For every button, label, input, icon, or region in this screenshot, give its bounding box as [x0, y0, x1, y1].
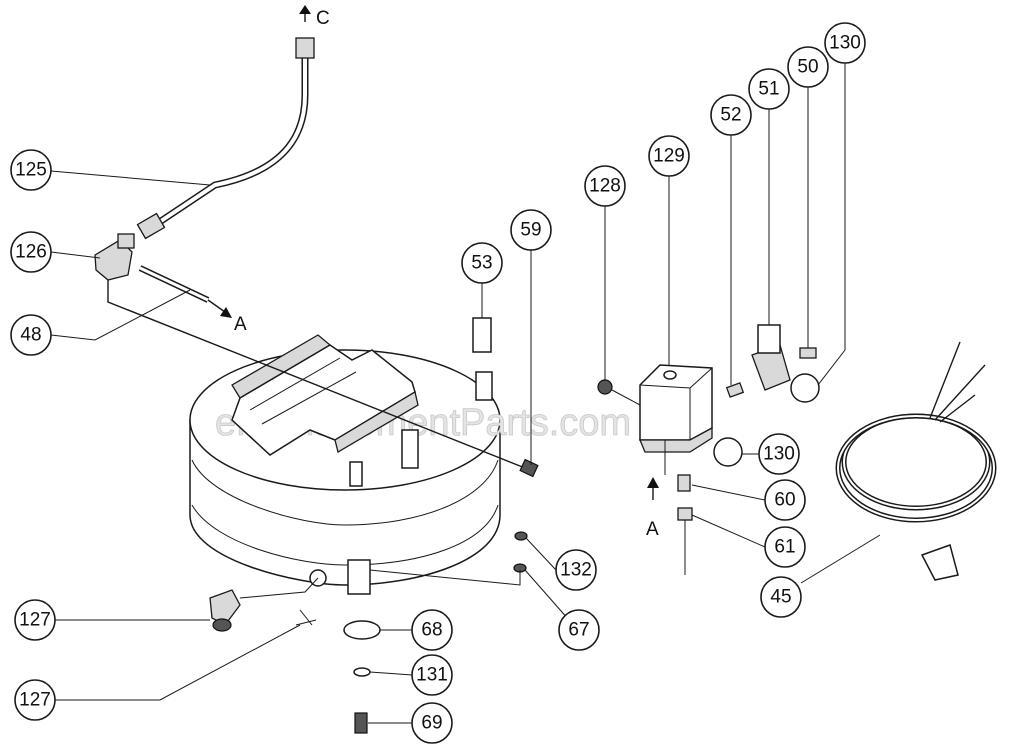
callout-60: 60 — [764, 479, 806, 521]
svg-text:127: 127 — [19, 610, 51, 631]
callout-125: 125 — [10, 149, 52, 191]
callout-130-lower: 130 — [758, 433, 800, 475]
callout-68: 68 — [411, 609, 453, 651]
svg-text:51: 51 — [758, 79, 779, 100]
callout-128: 128 — [584, 165, 626, 207]
svg-text:132: 132 — [560, 560, 592, 581]
power-cord — [835, 341, 997, 581]
svg-text:127: 127 — [19, 690, 51, 711]
callout-45: 45 — [760, 576, 802, 618]
connection-arrow-a-upper: A — [207, 299, 247, 335]
svg-text:60: 60 — [774, 490, 795, 511]
callout-126: 126 — [10, 231, 52, 273]
svg-text:69: 69 — [421, 713, 442, 734]
svg-text:50: 50 — [797, 57, 818, 78]
callout-61: 61 — [764, 526, 806, 568]
svg-text:A: A — [234, 314, 247, 335]
fitting-53 — [472, 317, 493, 401]
svg-text:128: 128 — [589, 176, 621, 197]
svg-text:129: 129 — [653, 146, 685, 167]
svg-text:45: 45 — [770, 587, 791, 608]
callout-69: 69 — [411, 702, 453, 744]
callout-48: 48 — [10, 314, 52, 356]
callout-59: 59 — [510, 209, 552, 251]
callout-127-upper: 127 — [14, 599, 56, 641]
svg-text:48: 48 — [20, 325, 41, 346]
callout-127-lower: 127 — [14, 679, 56, 721]
callout-53: 53 — [461, 242, 503, 284]
svg-text:68: 68 — [421, 620, 442, 641]
tee-fitting-and-tube — [94, 233, 539, 478]
svg-text:130: 130 — [763, 444, 795, 465]
svg-text:61: 61 — [774, 537, 795, 558]
svg-text:126: 126 — [15, 242, 47, 263]
callout-50: 50 — [787, 46, 829, 88]
callout-131: 131 — [411, 654, 453, 696]
svg-text:A: A — [646, 519, 659, 540]
svg-text:C: C — [316, 8, 330, 29]
svg-text:53: 53 — [471, 253, 492, 274]
callout-132: 132 — [555, 549, 597, 591]
callout-67: 67 — [558, 609, 600, 651]
callout-51: 51 — [748, 68, 790, 110]
connection-arrow-c: C — [299, 5, 330, 29]
svg-text:125: 125 — [15, 160, 47, 181]
callout-129: 129 — [648, 135, 690, 177]
svg-text:67: 67 — [568, 620, 589, 641]
svg-text:131: 131 — [416, 665, 448, 686]
pressure-switch — [597, 324, 820, 575]
discharge-tube — [136, 37, 315, 240]
handle-bracket — [231, 334, 419, 487]
drain-and-foot-parts — [209, 531, 528, 734]
callout-130-upper: 130 — [824, 22, 866, 64]
callout-52: 52 — [710, 94, 752, 136]
connection-arrow-a-lower: A — [646, 477, 659, 540]
leader-lines — [50, 63, 881, 724]
svg-text:130: 130 — [829, 33, 861, 54]
svg-text:59: 59 — [520, 220, 541, 241]
svg-text:52: 52 — [720, 105, 741, 126]
